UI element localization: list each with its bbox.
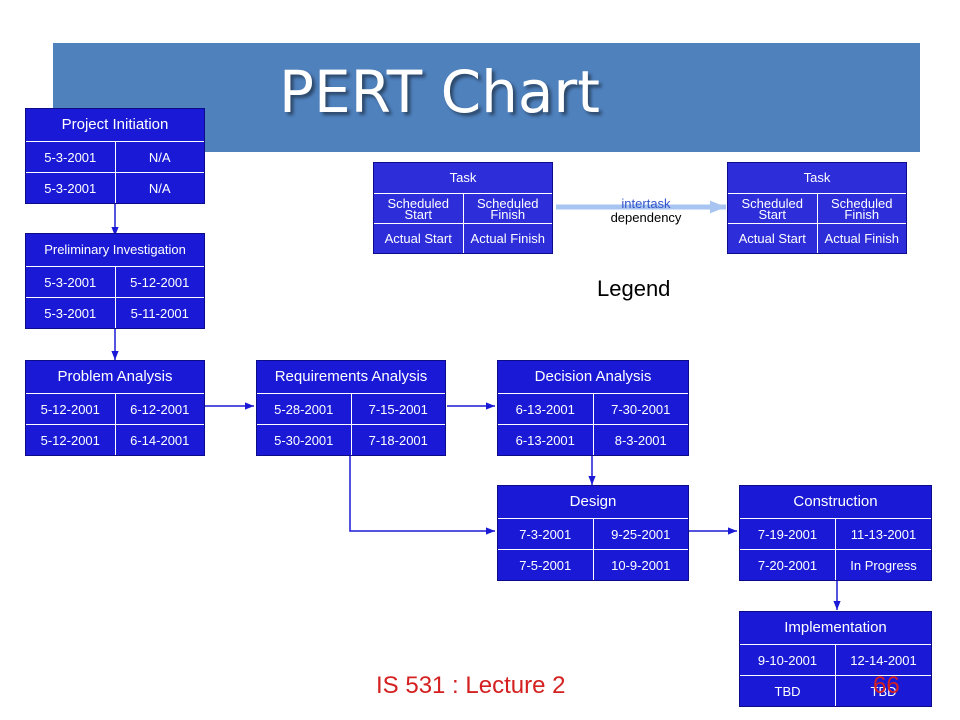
legend-box-right: Task Scheduled Start Scheduled Finish Ac… bbox=[727, 162, 907, 254]
scheduled-start: 5-3-2001 bbox=[44, 149, 97, 165]
actual-finish: N/A bbox=[114, 173, 205, 203]
scheduled-start: 7-3-2001 bbox=[519, 526, 572, 542]
scheduled-finish: 7-30-2001 bbox=[592, 394, 689, 424]
legend-box-header: Task bbox=[374, 163, 552, 194]
legend-actual-finish: Actual Finish bbox=[816, 224, 907, 253]
dependency-label: dependency bbox=[610, 210, 682, 225]
task-construction: Construction 7-19-2001 11-13-2001 7-20-2… bbox=[739, 485, 932, 581]
actual-start: 5-3-2001 bbox=[44, 305, 97, 321]
legend-actual-start: Actual Start bbox=[738, 231, 806, 246]
task-requirements-analysis: Requirements Analysis 5-28-2001 7-15-200… bbox=[256, 360, 446, 456]
task-problem-analysis: Problem Analysis 5-12-2001 6-12-2001 5-1… bbox=[25, 360, 205, 456]
legend-box-left: Task Scheduled Start Scheduled Finish Ac… bbox=[373, 162, 553, 254]
arrow-requirements-to-design bbox=[349, 451, 495, 535]
scheduled-finish: N/A bbox=[114, 142, 205, 172]
actual-start: 6-13-2001 bbox=[515, 432, 575, 448]
footer-course-label: IS 531 : Lecture 2 bbox=[376, 672, 566, 699]
actual-finish: 5-11-2001 bbox=[114, 298, 205, 328]
actual-start: 5-3-2001 bbox=[44, 180, 97, 196]
scheduled-finish: 5-12-2001 bbox=[114, 267, 205, 297]
task-name: Project Initiation bbox=[26, 109, 204, 142]
intertask-dependency-label: intertask dependency bbox=[596, 197, 696, 225]
actual-finish: In Progress bbox=[835, 550, 931, 580]
scheduled-finish: 7-15-2001 bbox=[350, 394, 446, 424]
scheduled-finish: 12-14-2001 bbox=[835, 645, 931, 675]
actual-start: 7-5-2001 bbox=[519, 557, 572, 573]
legend-label: Legend bbox=[597, 276, 671, 301]
scheduled-finish: 9-25-2001 bbox=[592, 519, 689, 549]
actual-start: 5-30-2001 bbox=[274, 432, 334, 448]
scheduled-finish: 11-13-2001 bbox=[835, 519, 931, 549]
actual-finish: 8-3-2001 bbox=[592, 425, 689, 455]
slide-title: PERT Chart bbox=[279, 58, 600, 126]
legend-scheduled-start: Scheduled Start bbox=[387, 195, 449, 222]
legend-actual-finish: Actual Finish bbox=[462, 224, 553, 253]
task-design: Design 7-3-2001 9-25-2001 7-5-2001 10-9-… bbox=[497, 485, 689, 581]
scheduled-start: 6-13-2001 bbox=[515, 401, 575, 417]
actual-finish: TBD bbox=[835, 676, 931, 706]
actual-finish: 6-14-2001 bbox=[114, 425, 205, 455]
scheduled-start: 5-12-2001 bbox=[40, 401, 100, 417]
actual-start: 5-12-2001 bbox=[40, 432, 100, 448]
scheduled-start: 9-10-2001 bbox=[757, 652, 818, 668]
task-name: Construction bbox=[740, 486, 931, 519]
legend-box-header: Task bbox=[728, 163, 906, 194]
actual-finish: 10-9-2001 bbox=[592, 550, 689, 580]
scheduled-start: 5-28-2001 bbox=[274, 401, 334, 417]
legend-actual-start: Actual Start bbox=[384, 231, 452, 246]
page-number: 66 bbox=[873, 672, 900, 699]
task-name: Preliminary Investigation bbox=[26, 234, 204, 267]
task-decision-analysis: Decision Analysis 6-13-2001 7-30-2001 6-… bbox=[497, 360, 689, 456]
task-name: Decision Analysis bbox=[498, 361, 688, 394]
scheduled-finish: 6-12-2001 bbox=[114, 394, 205, 424]
legend-scheduled-start: Scheduled Start bbox=[741, 195, 803, 222]
task-name: Requirements Analysis bbox=[257, 361, 445, 394]
task-name: Design bbox=[498, 486, 688, 519]
task-project-initiation: Project Initiation 5-3-2001 N/A 5-3-2001… bbox=[25, 108, 205, 204]
actual-start: 7-20-2001 bbox=[757, 557, 818, 573]
task-implementation: Implementation 9-10-2001 12-14-2001 TBD … bbox=[739, 611, 932, 707]
task-preliminary-investigation: Preliminary Investigation 5-3-2001 5-12-… bbox=[25, 233, 205, 329]
task-name: Implementation bbox=[740, 612, 931, 645]
actual-finish: 7-18-2001 bbox=[350, 425, 446, 455]
scheduled-start: 7-19-2001 bbox=[757, 526, 818, 542]
task-name: Problem Analysis bbox=[26, 361, 204, 394]
actual-start: TBD bbox=[774, 683, 801, 699]
legend-scheduled-finish: Scheduled Finish bbox=[816, 194, 907, 223]
scheduled-start: 5-3-2001 bbox=[44, 274, 97, 290]
legend-scheduled-finish: Scheduled Finish bbox=[462, 194, 553, 223]
intertask-label: intertask bbox=[621, 196, 671, 211]
